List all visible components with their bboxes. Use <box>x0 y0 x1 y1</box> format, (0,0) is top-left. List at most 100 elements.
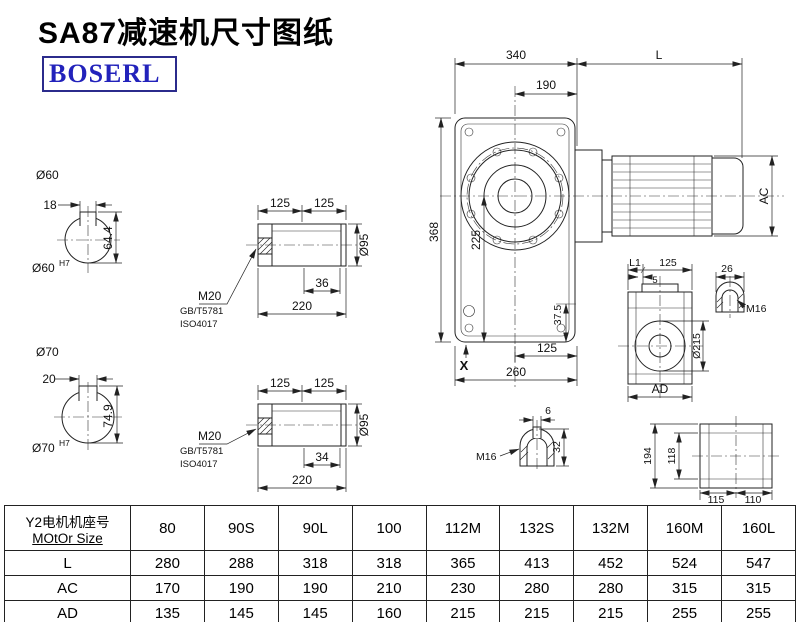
label-tol-70: H7 <box>59 438 70 448</box>
header-line1: Y2电机机座号 <box>25 514 110 530</box>
dim-L: L <box>656 48 663 62</box>
dim-125-b: 125 <box>314 196 334 210</box>
output-shaft-top: 125 125 36 220 Ø95 M20 GB/T5781 ISO4017 <box>180 196 371 330</box>
cell-AC-0: 170 <box>130 575 205 601</box>
dim-125-a: 125 <box>270 196 290 210</box>
dim-340: 340 <box>506 48 526 62</box>
dim-190: 190 <box>536 78 556 92</box>
dim-AC: AC <box>757 187 771 204</box>
label-iso-top: ISO4017 <box>180 319 218 330</box>
dim-125-d: 125 <box>314 376 334 390</box>
cell-AC-4: 230 <box>425 575 501 601</box>
page-title: SA87减速机尺寸图纸 <box>38 17 335 50</box>
header-line2: MOtOr Size <box>32 530 103 546</box>
dim-118: 118 <box>666 447 678 464</box>
dim-L1: L1 <box>629 257 641 269</box>
cell-AD-4: 215 <box>425 600 501 622</box>
size-col-160l: 160L <box>721 505 796 551</box>
label-m16-right: M16 <box>746 303 767 315</box>
label-gb-bottom: GB/T5781 <box>180 446 223 457</box>
cell-AC-7: 315 <box>647 575 722 601</box>
main-view-dimensions: 340 L 190 368 225 37.5 125 260 X AC <box>427 48 778 386</box>
shaft-end-detail-bottom: 6 32 M16 <box>476 405 569 472</box>
dim-215: Ø215 <box>691 333 703 359</box>
dim-AD: AD <box>652 382 669 396</box>
dim-26: 26 <box>721 263 733 275</box>
dim-keyway-20: 20 <box>42 372 56 386</box>
dim-5: 5 <box>652 275 657 286</box>
dim-220-top: 220 <box>292 299 312 313</box>
dim-95-top: Ø95 <box>357 233 371 256</box>
shaft-section-70: Ø70 20 74.9 Ø70 H7 <box>32 345 124 455</box>
cell-L-6: 452 <box>573 550 649 576</box>
cell-AC-2: 190 <box>277 575 353 601</box>
size-col-132s: 132S <box>499 505 575 551</box>
cell-AD-6: 215 <box>573 600 649 622</box>
size-col-160m: 160M <box>647 505 722 551</box>
label-d70: Ø70 <box>36 345 59 359</box>
dim-115: 115 <box>708 494 725 505</box>
cell-AD-1: 145 <box>203 600 279 622</box>
cell-AD-3: 160 <box>351 600 427 622</box>
motor-size-table: Y2电机机座号 MOtOr Size 80 90S 90L 100 112M 1… <box>4 505 796 622</box>
output-shaft-bottom: 125 125 34 220 Ø95 M20 GB/T5781 ISO4017 <box>180 376 371 492</box>
dim-37-5: 37.5 <box>552 305 564 326</box>
table-row-L: L 280 288 318 318 365 413 452 524 547 <box>4 550 796 576</box>
label-bore-70: Ø70 <box>32 441 55 455</box>
dim-64-4: 64.4 <box>101 226 115 250</box>
row-label-AC: AC <box>4 575 131 601</box>
motor <box>574 149 744 243</box>
dim-X: X <box>460 358 469 373</box>
shaft-section-60: Ø60 18 64.4 Ø60 H7 <box>32 168 122 275</box>
cell-AD-5: 215 <box>499 600 575 622</box>
size-col-132m: 132M <box>573 505 649 551</box>
dim-6: 6 <box>545 405 551 417</box>
cell-AC-8: 315 <box>721 575 796 601</box>
cell-AC-6: 280 <box>573 575 649 601</box>
brand-logo: BOSERL <box>42 56 177 92</box>
label-iso-bottom: ISO4017 <box>180 459 218 470</box>
label-bore-60: Ø60 <box>32 261 55 275</box>
size-col-112m: 112M <box>425 505 501 551</box>
motor-size-header: Y2电机机座号 MOtOr Size <box>4 505 131 551</box>
technical-drawing: 340 L 190 368 225 37.5 125 260 X AC Ø60 … <box>32 48 784 505</box>
label-m16-bottom: M16 <box>476 451 497 463</box>
dim-36: 36 <box>315 276 329 290</box>
dim-125-side: 125 <box>659 257 677 269</box>
main-view: 340 L 190 368 225 37.5 125 260 X AC <box>427 48 784 390</box>
table-row-AC: AC 170 190 190 210 230 280 280 315 315 <box>4 575 796 601</box>
dim-110: 110 <box>745 494 762 505</box>
dim-194: 194 <box>642 447 654 465</box>
label-gb-top: GB/T5781 <box>180 306 223 317</box>
dim-keyway-18: 18 <box>43 198 57 212</box>
side-view: L1 125 5 Ø215 AD <box>618 257 709 402</box>
label-tol-60: H7 <box>59 258 70 268</box>
cell-AD-0: 135 <box>130 600 205 622</box>
dim-95-bottom: Ø95 <box>357 413 371 436</box>
cell-AC-5: 280 <box>499 575 575 601</box>
row-label-L: L <box>4 550 131 576</box>
size-col-80: 80 <box>130 505 205 551</box>
dim-368: 368 <box>427 222 441 242</box>
cell-AC-3: 210 <box>351 575 427 601</box>
label-m20-top: M20 <box>198 289 222 303</box>
dim-225: 225 <box>469 230 483 250</box>
shaft-end-detail-right: 26 M16 <box>715 263 767 318</box>
cell-L-4: 365 <box>425 550 501 576</box>
cell-L-2: 318 <box>277 550 353 576</box>
cell-L-1: 288 <box>203 550 279 576</box>
dim-34: 34 <box>315 450 329 464</box>
input-flange-circles <box>460 141 570 251</box>
dim-125-bottom: 125 <box>537 341 557 355</box>
brand-text: BOSERL <box>49 59 161 88</box>
foot-view: 194 118 115 110 <box>642 416 780 505</box>
dim-125-c: 125 <box>270 376 290 390</box>
dim-74-9: 74.9 <box>101 404 115 428</box>
cell-AD-8: 255 <box>721 600 796 622</box>
size-col-90s: 90S <box>203 505 279 551</box>
size-col-90l: 90L <box>277 505 353 551</box>
size-col-100: 100 <box>351 505 427 551</box>
dim-260: 260 <box>506 365 526 379</box>
cell-L-7: 524 <box>647 550 722 576</box>
cell-L-3: 318 <box>351 550 427 576</box>
